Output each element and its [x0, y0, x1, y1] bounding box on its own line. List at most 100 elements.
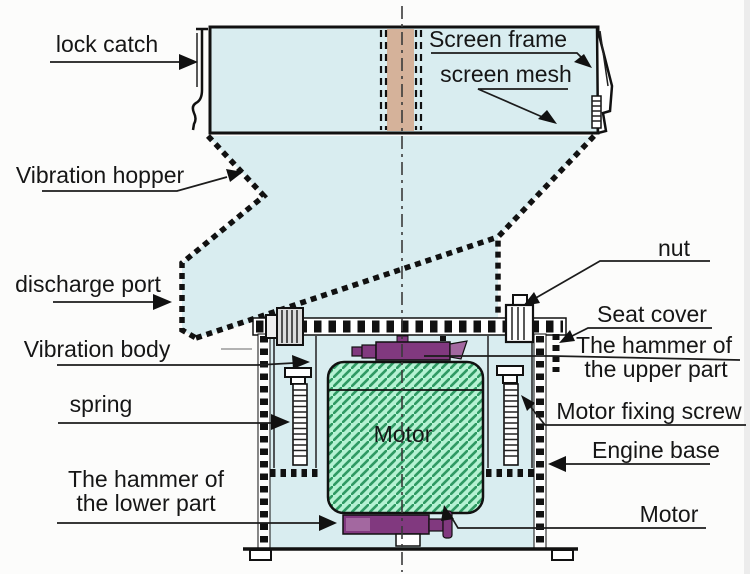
hammer-slant-end: [449, 340, 468, 360]
hammer-bar: [375, 341, 451, 361]
label-engine-base: Engine base: [592, 437, 720, 463]
label-motor-core: Motor: [374, 421, 433, 447]
nut-body: [504, 303, 535, 344]
leader-hammer-upper: [424, 355, 741, 361]
arrowhead: [319, 515, 337, 531]
hopper-fill: [182, 136, 594, 338]
body-walls: [257, 333, 560, 550]
nut-top-stub: [512, 294, 528, 306]
leader-line: [477, 88, 568, 120]
nut-right-part: [504, 294, 535, 344]
label-motor-lower: Motor: [640, 501, 699, 527]
label-hammer-upper-line1: The hammer of: [576, 332, 733, 358]
screen-frame-part: [191, 25, 614, 135]
nut-left-part: [265, 307, 304, 346]
base-plate: [243, 547, 578, 561]
leader-line: [424, 355, 741, 361]
arrowhead: [226, 169, 243, 182]
leader-vibration-hopper: [42, 169, 243, 192]
leader-engine-base: [548, 456, 710, 472]
arrowhead: [179, 54, 198, 70]
arrowhead: [441, 505, 454, 521]
leader-screen-mesh: [477, 88, 568, 124]
leader-discharge-port: [53, 294, 172, 310]
label-spring: spring: [70, 391, 133, 417]
spring-cap-stem: [290, 376, 306, 385]
base-foot-right: [551, 549, 574, 561]
spring-cap-stem: [502, 374, 518, 384]
spring-cap: [284, 367, 312, 378]
label-screen-frame: Screen frame: [429, 26, 567, 52]
mesh-dashed-lines: [379, 30, 423, 130]
leader-seat-cover: [559, 327, 712, 343]
nut-flange: [265, 314, 278, 339]
leader-lock-catch: [50, 54, 198, 70]
spring-coil-threads: [504, 389, 518, 457]
body-rail: [252, 317, 567, 336]
leader-vibration-body: [57, 348, 310, 369]
arrowhead: [521, 395, 535, 411]
leader-line: [42, 176, 228, 192]
spring-coil-threads: [293, 389, 307, 457]
nut-stripes: [511, 307, 525, 340]
leader-line: [57, 362, 295, 366]
leader-screen-frame: [431, 52, 592, 68]
vibration-body-part: Motor: [243, 294, 578, 561]
label-hammer-upper-line2: the upper part: [584, 356, 728, 382]
lock-hook: [191, 29, 204, 131]
hammer-shaft: [428, 518, 444, 532]
mesh-tan-strip: [387, 29, 414, 131]
spring-left-part: [284, 367, 312, 466]
label-hammer-lower-line1: The hammer of: [68, 466, 225, 492]
label-discharge-port: discharge port: [15, 271, 161, 297]
label-nut: nut: [658, 235, 691, 261]
label-vibration-hopper: Vibration hopper: [16, 162, 185, 188]
hammer-stub: [351, 346, 363, 357]
label-motor-fixing-screw: Motor fixing screw: [556, 398, 742, 424]
hopper-left-outline: [179, 134, 269, 341]
base-foot-left: [249, 549, 272, 561]
arrowhead: [292, 355, 310, 369]
hopper-floor-line: [195, 234, 499, 341]
spring-cap: [496, 365, 524, 376]
arrowhead: [574, 54, 592, 68]
leader-line: [533, 260, 710, 300]
label-screen-mesh: screen mesh: [440, 61, 572, 87]
label-lock-catch: lock catch: [56, 31, 158, 57]
arrowhead: [271, 414, 290, 430]
arrowhead: [559, 330, 575, 343]
motor-part: Motor: [326, 360, 485, 515]
leader-line: [529, 405, 746, 426]
lower-hammer-part: [342, 510, 453, 547]
leader-line: [571, 327, 712, 337]
hopper-right-outline: [495, 134, 596, 322]
clasp-inner-line: [599, 30, 609, 87]
leader-hammer-lower: [57, 515, 337, 531]
nut-stripes: [281, 310, 298, 343]
hammer-shaft: [361, 344, 377, 359]
hammer-mount-stub: [395, 533, 421, 547]
arrowhead: [523, 292, 540, 306]
clasp-latch: [591, 95, 602, 129]
motor-body: [326, 360, 485, 515]
leader-motor-lower: [441, 505, 706, 529]
arrowhead: [538, 110, 557, 124]
label-vibration-body: Vibration body: [24, 336, 171, 362]
nut-body: [276, 307, 304, 346]
arrowhead: [153, 294, 172, 310]
vibration-hopper-part: [179, 134, 596, 341]
leader-nut: [523, 260, 710, 306]
clasp-latch-stripes: [592, 100, 601, 122]
frame-right-clasp: [591, 26, 614, 135]
label-seat-cover: Seat cover: [597, 301, 707, 327]
leader-motor-fixing-screw: [521, 395, 746, 426]
spring-right-part: [496, 365, 524, 466]
label-hammer-lower-line2: the lower part: [76, 490, 216, 516]
arrowhead: [548, 456, 566, 472]
leader-spring: [58, 414, 290, 430]
screen-mesh-strip: [379, 29, 423, 131]
image-edge-band: [744, 0, 750, 574]
lock-catch-part: [191, 27, 208, 131]
